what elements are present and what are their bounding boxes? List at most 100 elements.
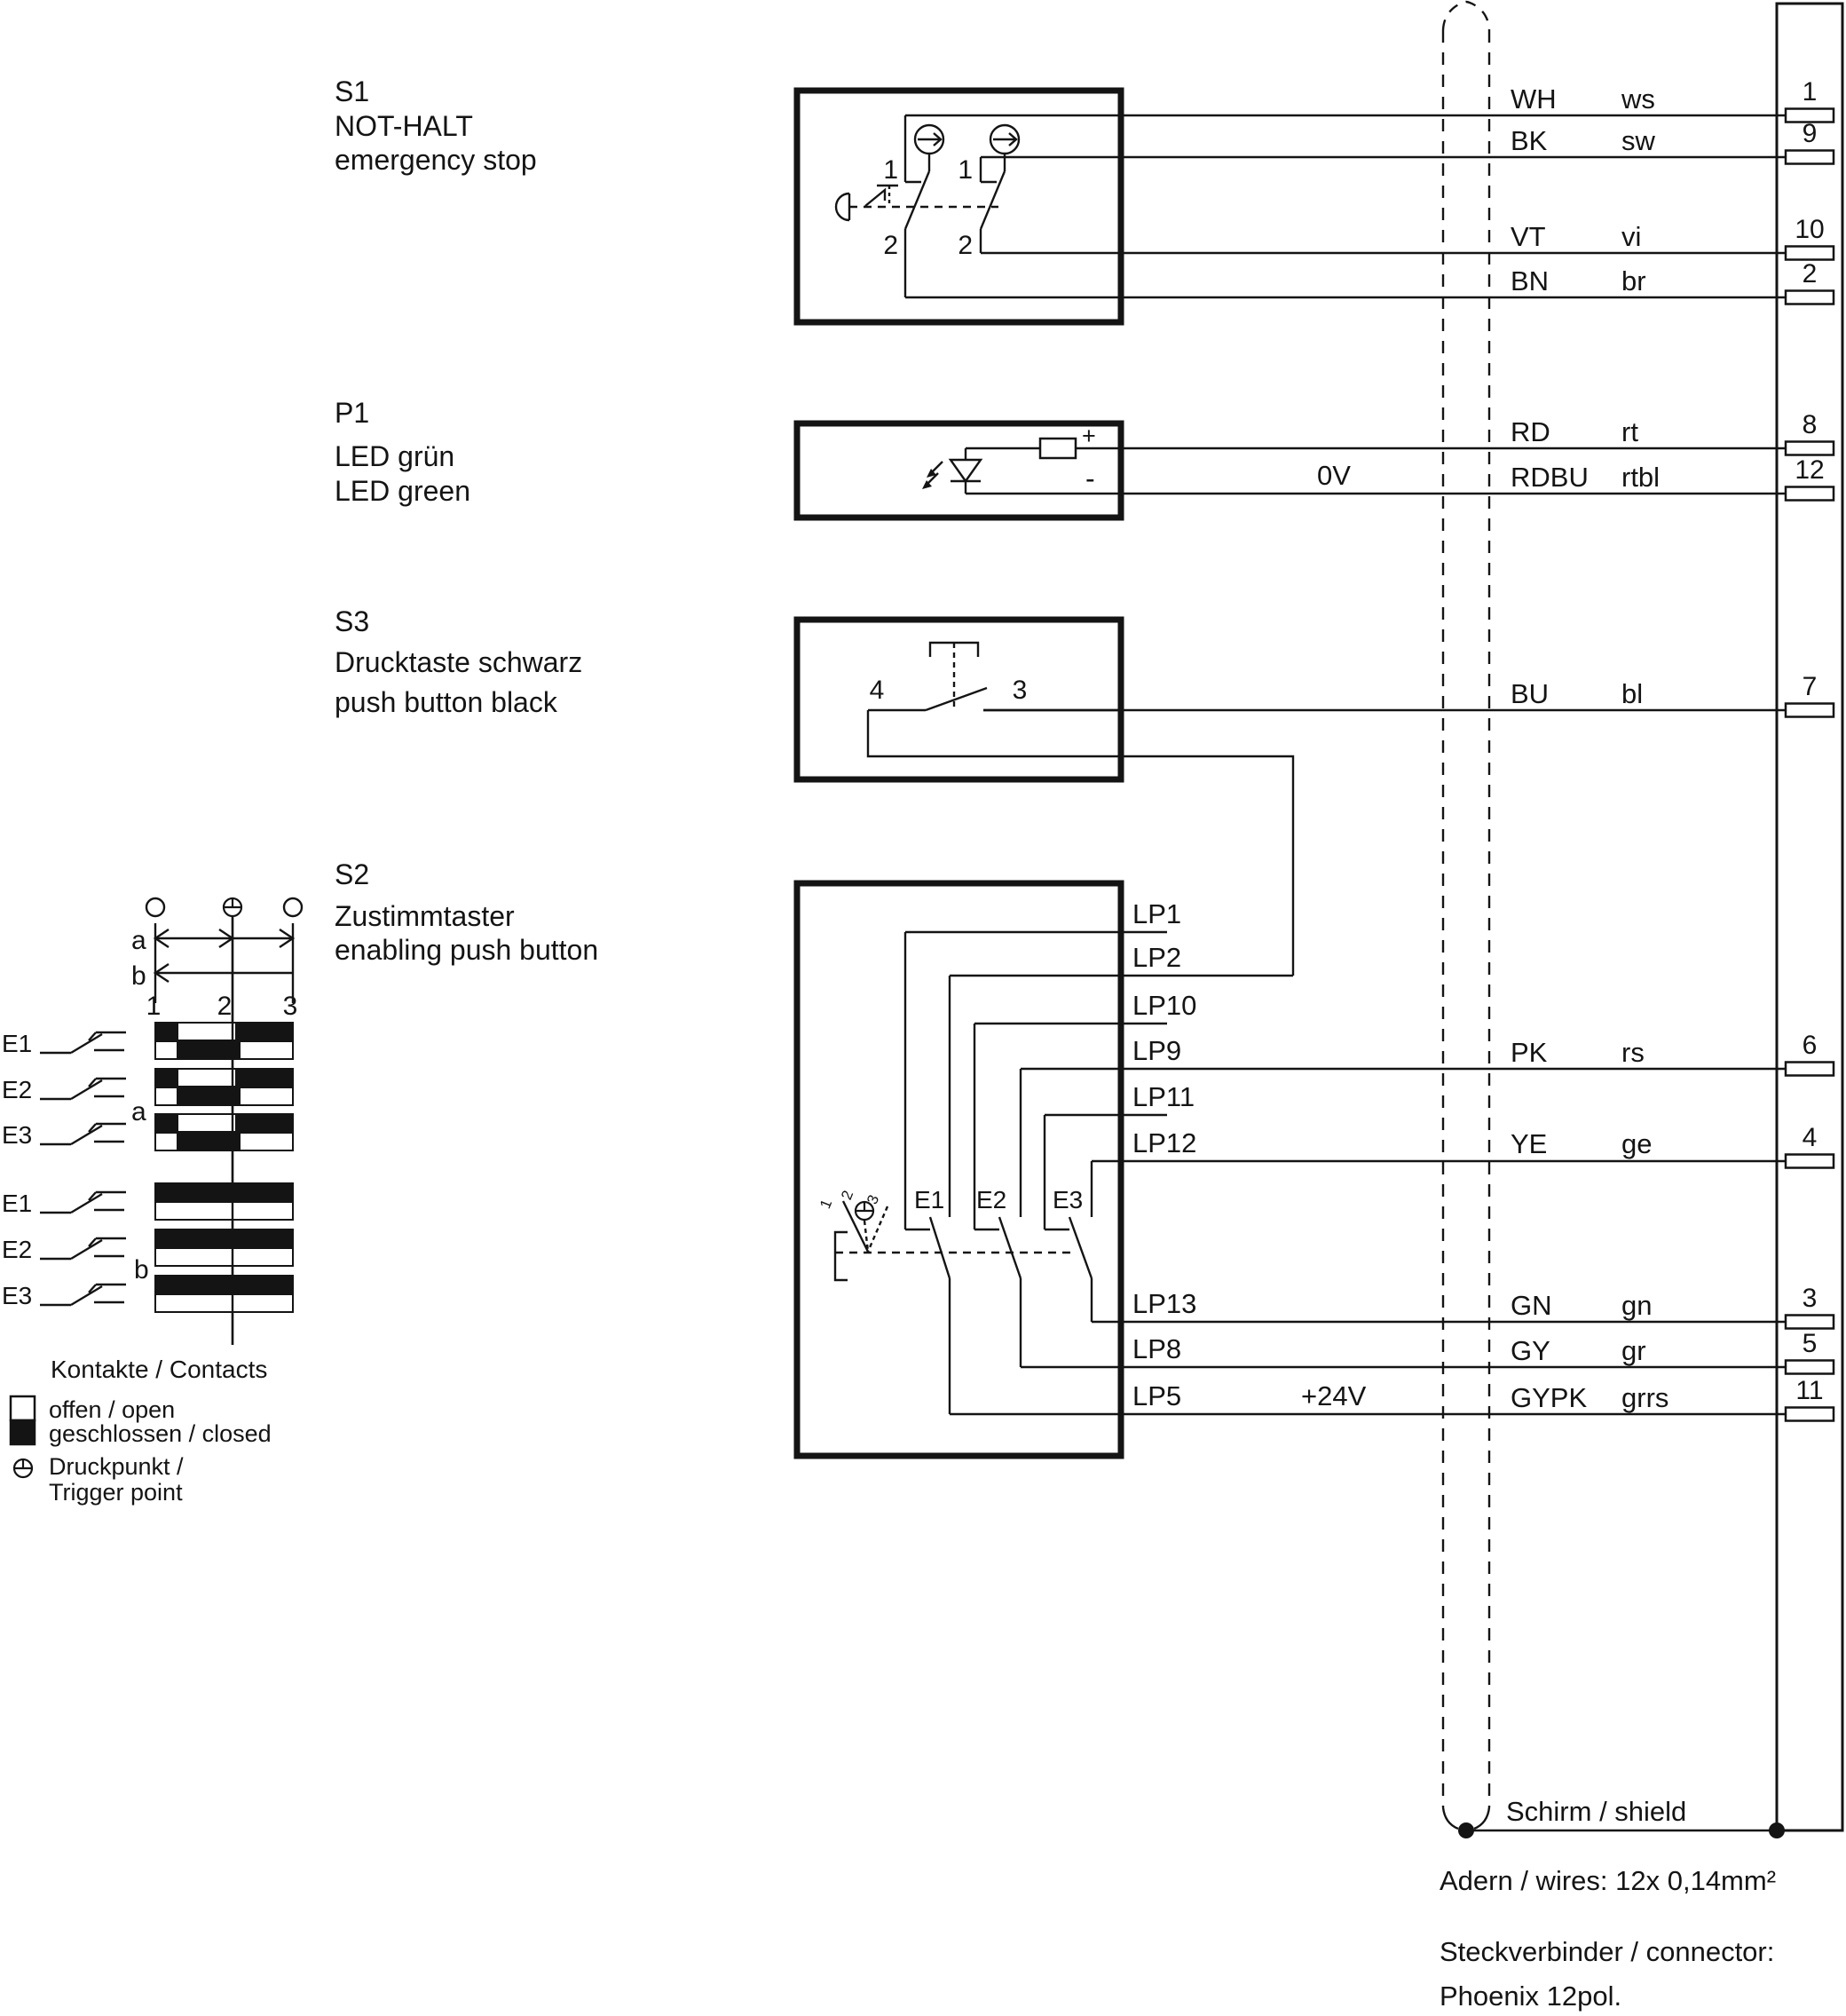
lp-label: LP5 bbox=[1132, 1380, 1182, 1411]
s3-title-en: push button black bbox=[335, 686, 557, 718]
wire-abbr: rs bbox=[1621, 1037, 1645, 1068]
wire-abbr: br bbox=[1621, 265, 1646, 296]
s2-element-label: E3 bbox=[1053, 1186, 1084, 1214]
s2-enabling-switch-symbol bbox=[793, 880, 1293, 1459]
s3-ref: S3 bbox=[335, 605, 370, 637]
p1-plus-label: + bbox=[1082, 423, 1096, 449]
wire-abbr: gn bbox=[1621, 1290, 1653, 1321]
s3-terminal-left: 4 bbox=[869, 676, 885, 705]
table-row-label: E2 bbox=[2, 1236, 33, 1263]
s3-title-de: Drucktaste schwarz bbox=[335, 646, 583, 678]
s1-title-de: NOT-HALT bbox=[335, 110, 473, 142]
pin-number: 10 bbox=[1795, 215, 1825, 244]
wires-note: Adern / wires: 12x 0,14mm² bbox=[1440, 1865, 1777, 1896]
pin-number: 1 bbox=[1802, 77, 1818, 107]
lp-label: LP10 bbox=[1132, 990, 1197, 1021]
p1-title-de: LED grün bbox=[335, 440, 455, 472]
wire-code: RD bbox=[1511, 416, 1550, 447]
p1-led-symbol bbox=[793, 420, 1124, 521]
legend-closed-label: geschlossen / closed bbox=[49, 1420, 272, 1447]
p1-ref: P1 bbox=[335, 397, 370, 429]
trigger-point-icon bbox=[12, 1458, 34, 1479]
plus-24v-label: +24V bbox=[1301, 1380, 1367, 1411]
connector-pin-terminals bbox=[1784, 107, 1835, 1422]
table-title: Kontakte / Contacts bbox=[51, 1356, 268, 1383]
s1-title-en: emergency stop bbox=[335, 144, 537, 176]
lp-label: LP12 bbox=[1132, 1127, 1197, 1158]
s2-ref: S2 bbox=[335, 858, 370, 890]
wire-code: GY bbox=[1511, 1335, 1550, 1366]
wire-abbr: ws bbox=[1621, 83, 1655, 115]
stroke-a-label: a bbox=[131, 926, 146, 955]
wire-abbr: grrs bbox=[1621, 1382, 1669, 1413]
s1-contact2-terminal-bottom: 2 bbox=[958, 231, 973, 260]
legend-open-label: offen / open bbox=[49, 1396, 176, 1423]
position-label: 3 bbox=[282, 992, 298, 1021]
wire-code: PK bbox=[1511, 1037, 1548, 1068]
p1-title-en: LED green bbox=[335, 475, 470, 507]
shield-connection bbox=[1458, 1822, 1785, 1838]
wire-code: GN bbox=[1511, 1290, 1552, 1321]
table-row-label: E1 bbox=[2, 1190, 33, 1217]
s2-title-de: Zustimmtaster bbox=[335, 900, 515, 932]
s1-contact1-terminal-top: 1 bbox=[883, 155, 898, 185]
wire-code: WH bbox=[1511, 83, 1557, 115]
pin-number: 11 bbox=[1795, 1376, 1824, 1405]
s3-push-button-symbol bbox=[793, 616, 1295, 976]
legend-swatches bbox=[9, 1395, 36, 1446]
pin-number: 7 bbox=[1802, 672, 1818, 701]
pin-number: 12 bbox=[1795, 455, 1825, 485]
s2-title-en: enabling push button bbox=[335, 934, 599, 966]
positive-opening-icon bbox=[913, 123, 945, 155]
legend-trigger-label-line1: Druckpunkt / bbox=[49, 1453, 184, 1480]
group-a-label: a bbox=[131, 1097, 146, 1127]
wire-abbr: rtbl bbox=[1621, 462, 1661, 493]
s3-terminal-right: 3 bbox=[1012, 676, 1028, 705]
lp-label: LP9 bbox=[1132, 1035, 1182, 1066]
table-row-label: E3 bbox=[2, 1121, 33, 1149]
position-label: 1 bbox=[146, 992, 162, 1021]
table-row-label: E2 bbox=[2, 1076, 33, 1103]
contact-state-bars-group-a bbox=[154, 1022, 294, 1151]
wire-code: VT bbox=[1511, 221, 1546, 252]
lp-label: LP8 bbox=[1132, 1333, 1182, 1364]
wire-lines bbox=[905, 114, 1786, 1416]
shield-label: Schirm / shield bbox=[1506, 1796, 1687, 1827]
wire-code: GYPK bbox=[1511, 1382, 1588, 1413]
stroke-b-label: b bbox=[131, 961, 146, 991]
pin-number: 3 bbox=[1802, 1284, 1818, 1313]
position-label: 2 bbox=[217, 992, 233, 1021]
connector-note-line2: Phoenix 12pol. bbox=[1440, 1980, 1622, 2012]
s1-contact1-terminal-bottom: 2 bbox=[883, 231, 898, 260]
wire-code: RDBU bbox=[1511, 462, 1589, 493]
connector-note-line1: Steckverbinder / connector: bbox=[1440, 1936, 1775, 1967]
positive-opening-icon bbox=[989, 123, 1021, 155]
pin-number: 8 bbox=[1802, 410, 1818, 439]
pin-number: 4 bbox=[1802, 1123, 1818, 1152]
p1-minus-label: - bbox=[1085, 462, 1095, 494]
lp-label: LP13 bbox=[1132, 1288, 1197, 1319]
s1-contact2-terminal-top: 1 bbox=[958, 155, 973, 185]
pin-number: 5 bbox=[1802, 1329, 1818, 1358]
lp-label: LP1 bbox=[1132, 898, 1182, 929]
s1-ref: S1 bbox=[335, 75, 370, 107]
lp-label: LP11 bbox=[1132, 1081, 1195, 1112]
legend-trigger-label-line2: Trigger point bbox=[49, 1479, 183, 1506]
wire-abbr: sw bbox=[1621, 125, 1655, 156]
connector-body bbox=[1775, 2, 1844, 1832]
zero-volt-label: 0V bbox=[1317, 460, 1351, 491]
wire-code: BN bbox=[1511, 265, 1550, 296]
wire-abbr: bl bbox=[1621, 678, 1644, 709]
wire-abbr: ge bbox=[1621, 1128, 1653, 1159]
wire-abbr: vi bbox=[1621, 221, 1642, 252]
group-b-label: b bbox=[134, 1255, 149, 1285]
s2-element-label: E1 bbox=[914, 1186, 945, 1214]
table-row-label: E3 bbox=[2, 1282, 33, 1309]
cable-sheath bbox=[1441, 0, 1491, 1830]
wire-code: BU bbox=[1511, 678, 1550, 709]
pin-number: 2 bbox=[1802, 259, 1818, 289]
table-row-label: E1 bbox=[2, 1030, 33, 1057]
trigger-point-icon bbox=[854, 1200, 875, 1221]
